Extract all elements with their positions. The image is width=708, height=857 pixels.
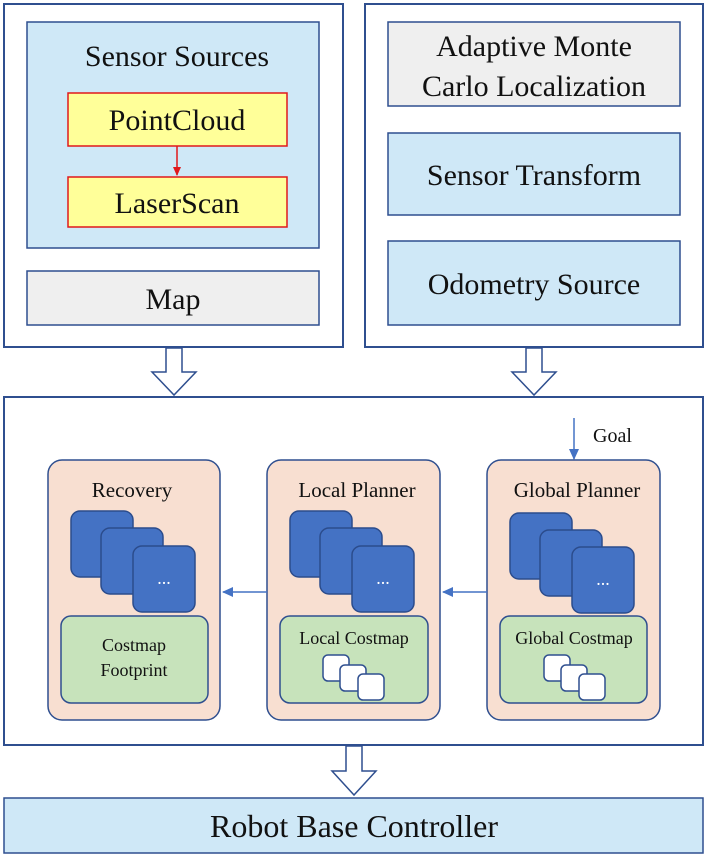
- sensor-transform-box: [387, 132, 681, 216]
- sensor-sources-title: Sensor Sources: [85, 40, 269, 73]
- local-costmap-label: Local Costmap: [299, 628, 408, 648]
- robot-base-controller-box: [3, 797, 704, 854]
- local-tile-3: [351, 545, 415, 613]
- laserscan-label: LaserScan: [115, 187, 240, 220]
- recovery-costmap-line1: Costmap: [102, 635, 166, 655]
- global-costmap-box: [499, 615, 648, 704]
- local-costmap-box: [279, 615, 429, 704]
- amcl-label-line2: Carlo Localization: [422, 70, 646, 103]
- hollow-arrow-bottom: [330, 745, 378, 797]
- global-costmap-label: Global Costmap: [515, 628, 633, 648]
- local-costmap-layer-3: [357, 673, 385, 701]
- global-tile-ellipsis: ...: [596, 569, 610, 589]
- amcl-label-line1: Adaptive Monte: [436, 30, 632, 63]
- pointcloud-label: PointCloud: [109, 104, 246, 137]
- recovery-costmap-line2: Footprint: [100, 660, 167, 680]
- map-box: [26, 270, 320, 326]
- amcl-box: [387, 21, 681, 107]
- laserscan-box: [67, 176, 288, 228]
- map-label: Map: [146, 283, 201, 316]
- odometry-source-box: [387, 240, 681, 326]
- hollow-arrow-right: [510, 347, 558, 397]
- recovery-tile-3: [132, 545, 196, 613]
- recovery-title: Recovery: [92, 478, 173, 502]
- global-tile-3: [571, 546, 635, 614]
- local-planner-title: Local Planner: [298, 478, 415, 502]
- sensor-transform-label: Sensor Transform: [427, 159, 641, 192]
- robot-base-controller-label: Robot Base Controller: [210, 808, 498, 844]
- local-tile-ellipsis: ...: [376, 568, 390, 588]
- global-planner-title: Global Planner: [514, 478, 641, 502]
- global-costmap-layer-3: [578, 673, 606, 701]
- pointcloud-box: [67, 92, 288, 147]
- goal-label: Goal: [593, 425, 632, 447]
- recovery-costmap-box: [60, 615, 209, 704]
- recovery-tile-ellipsis: ...: [157, 568, 171, 588]
- odometry-source-label: Odometry Source: [428, 268, 640, 301]
- hollow-arrow-left: [150, 347, 198, 397]
